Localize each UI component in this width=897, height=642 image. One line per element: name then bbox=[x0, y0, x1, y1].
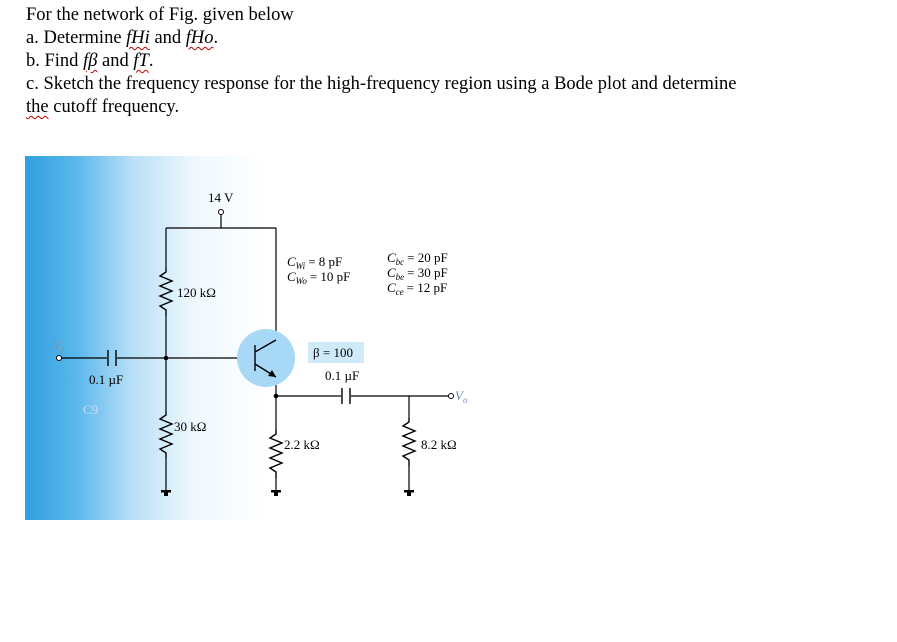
part-b-prefix: b. Find bbox=[26, 51, 84, 71]
input-terminal bbox=[56, 355, 62, 361]
circuit-diagram: C9 14 V Vi 0.1 µF 120 kΩ bbox=[25, 156, 468, 520]
cce-label: Cce= 12 pF bbox=[387, 280, 447, 297]
question-intro: For the network of Fig. given below bbox=[26, 5, 294, 25]
beta-label: β = 100 bbox=[313, 345, 353, 360]
part-a-term2: fHo bbox=[185, 28, 214, 48]
part-a-suffix: . bbox=[213, 28, 219, 48]
resistor-r2-label: 30 kΩ bbox=[174, 419, 206, 434]
resistor-r1 bbox=[158, 268, 174, 316]
ground-re bbox=[271, 490, 281, 493]
ground-rl bbox=[404, 490, 414, 493]
question-text: For the network of Fig. given below a. D… bbox=[26, 4, 886, 119]
vi-label: Vi bbox=[53, 338, 64, 355]
supply-label: 14 V bbox=[208, 190, 234, 205]
resistor-r1-label: 120 kΩ bbox=[177, 285, 216, 300]
supply-terminal bbox=[218, 209, 224, 215]
cbe-label: Cbe= 30 pF bbox=[387, 265, 448, 282]
input-capacitor-label: 0.1 µF bbox=[89, 372, 123, 387]
ground-re-stem bbox=[274, 492, 278, 496]
emitter-junction-dot bbox=[273, 393, 279, 399]
transistor-body bbox=[237, 329, 295, 387]
background-watermark: C9 bbox=[83, 402, 98, 417]
part-a-term1: fHi bbox=[126, 28, 150, 48]
output-terminal bbox=[448, 393, 454, 399]
ground-r2-stem bbox=[164, 492, 168, 496]
question-part-c: c. Sketch the frequency response for the… bbox=[26, 74, 737, 94]
output-capacitor-label: 0.1 µF bbox=[325, 368, 359, 383]
resistor-rl bbox=[401, 418, 417, 466]
figure-background bbox=[25, 156, 265, 520]
cbc-label: Cbc= 20 pF bbox=[387, 250, 448, 267]
cwi-label: CWi= 8 pF bbox=[287, 254, 342, 271]
resistor-r2 bbox=[158, 411, 174, 458]
resistor-re bbox=[268, 430, 284, 478]
output-capacitor bbox=[341, 388, 351, 404]
vo-label: Vo bbox=[455, 388, 468, 405]
ground-symbols bbox=[161, 490, 414, 496]
ground-rl-stem bbox=[407, 492, 411, 496]
ground-r2 bbox=[161, 490, 171, 493]
part-b-term2: fT bbox=[133, 51, 149, 71]
input-capacitor bbox=[107, 350, 117, 366]
cwo-label: CWo= 10 pF bbox=[287, 269, 350, 286]
question-part-c-cont: the cutoff frequency. bbox=[26, 96, 886, 119]
part-b-suffix: . bbox=[148, 51, 154, 71]
part-a-mid: and bbox=[149, 28, 186, 48]
part-c-rest: cutoff frequency. bbox=[48, 97, 180, 117]
question-part-a: a. Determine fHi and fHo. bbox=[26, 27, 886, 50]
part-b-mid: and bbox=[97, 51, 134, 71]
resistor-re-label: 2.2 kΩ bbox=[284, 437, 320, 452]
resistor-rl-label: 8.2 kΩ bbox=[421, 437, 457, 452]
wires bbox=[61, 214, 449, 490]
part-a-prefix: a. Determine bbox=[26, 28, 127, 48]
question-part-b: b. Find fβ and fT. bbox=[26, 50, 886, 73]
part-c-word-the: the bbox=[26, 97, 49, 117]
circuit-figure: C9 14 V Vi 0.1 µF 120 kΩ bbox=[25, 156, 485, 520]
beta-box bbox=[308, 342, 364, 363]
part-b-term1: fβ bbox=[83, 51, 98, 71]
base-junction-dot bbox=[163, 355, 169, 361]
emitter-arrow bbox=[268, 370, 276, 377]
